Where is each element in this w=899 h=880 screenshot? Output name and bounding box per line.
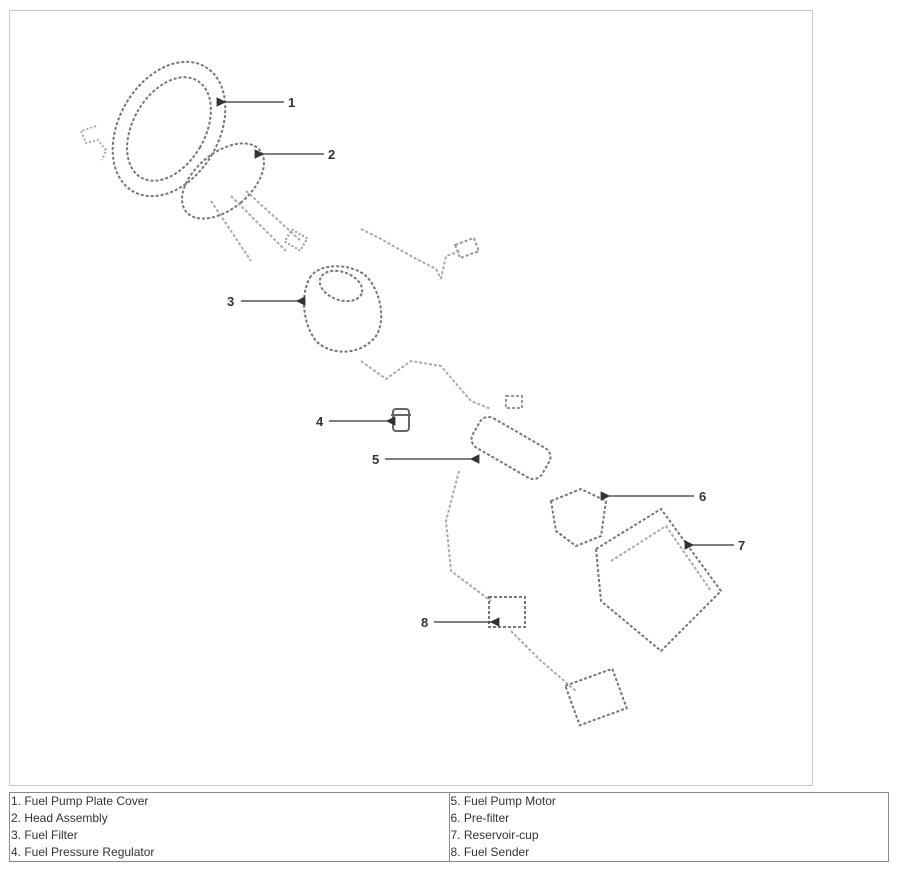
pump-wire-harness bbox=[360, 359, 523, 410]
callout-leaders bbox=[216, 97, 734, 627]
legend-row: 2. Head Assembly 6. Pre-filter bbox=[9, 810, 889, 827]
exploded-view-figure: 1 2 3 4 5 6 7 8 bbox=[9, 10, 813, 786]
legend-item: 4. Fuel Pressure Regulator bbox=[9, 844, 450, 862]
part-fuel-pressure-regulator bbox=[391, 408, 411, 432]
part-fuel-pump-plate-cover bbox=[79, 60, 227, 198]
part-fuel-filter bbox=[303, 265, 383, 353]
legend-row: 3. Fuel Filter 7. Reservoir-cup bbox=[9, 827, 889, 844]
fuel-pump-exploded-diagram: 1 2 3 4 5 6 7 8 bbox=[79, 60, 745, 727]
legend-item: 8. Fuel Sender bbox=[450, 845, 530, 859]
parts-legend-table: 1. Fuel Pump Plate Cover 5. Fuel Pump Mo… bbox=[9, 792, 889, 862]
callout-number: 6 bbox=[699, 489, 706, 504]
float-arm-wiring bbox=[360, 228, 481, 280]
callout-number: 3 bbox=[227, 294, 234, 309]
part-head-assembly bbox=[181, 142, 309, 262]
callout-number: 4 bbox=[316, 414, 324, 429]
callout-number: 7 bbox=[738, 538, 745, 553]
part-fuel-sender bbox=[444, 470, 628, 727]
legend-item: 3. Fuel Filter bbox=[9, 827, 450, 844]
legend-item: 5. Fuel Pump Motor bbox=[450, 794, 556, 808]
legend-item: 1. Fuel Pump Plate Cover bbox=[9, 792, 450, 810]
part-fuel-pump-motor bbox=[470, 415, 552, 481]
callout-number: 8 bbox=[421, 615, 428, 630]
callout-number: 5 bbox=[372, 452, 379, 467]
callout-number: 1 bbox=[288, 95, 295, 110]
legend-row: 4. Fuel Pressure Regulator 8. Fuel Sende… bbox=[9, 844, 889, 862]
legend-item: 2. Head Assembly bbox=[9, 810, 450, 827]
legend-item: 7. Reservoir-cup bbox=[450, 828, 539, 842]
part-pre-filter bbox=[549, 487, 608, 548]
legend-row: 1. Fuel Pump Plate Cover 5. Fuel Pump Mo… bbox=[9, 792, 889, 810]
callout-number: 2 bbox=[328, 147, 335, 162]
legend-item: 6. Pre-filter bbox=[450, 811, 510, 825]
part-reservoir-cup bbox=[594, 507, 723, 653]
